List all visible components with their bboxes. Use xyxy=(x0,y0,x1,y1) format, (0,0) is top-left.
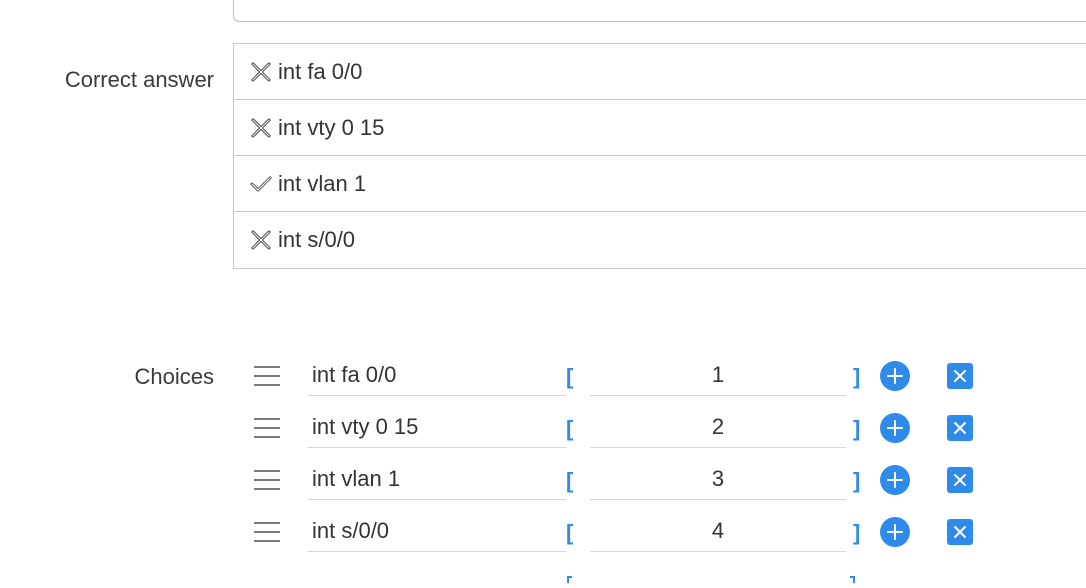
correct-answer-text: int vlan 1 xyxy=(278,170,367,196)
choices-label: Choices xyxy=(134,364,214,389)
choice-row: int s/0/0 [ 4 ] xyxy=(0,514,1086,566)
drag-handle-icon[interactable] xyxy=(254,366,280,390)
score-input[interactable]: 1 xyxy=(590,360,846,396)
choice-text-input[interactable]: int vty 0 15 xyxy=(308,412,566,448)
drag-handle-icon[interactable] xyxy=(254,522,280,546)
score-input[interactable]: 4 xyxy=(590,516,846,552)
delete-choice-button[interactable] xyxy=(947,363,973,389)
plus-icon xyxy=(887,368,903,384)
add-choice-button[interactable] xyxy=(880,465,910,495)
choice-row: int vlan 1 [ 3 ] xyxy=(0,462,1086,514)
correct-answer-item: int fa 0/0 xyxy=(234,44,1086,100)
previous-field-box xyxy=(233,0,1086,22)
correct-answer-text: int fa 0/0 xyxy=(278,58,363,84)
correct-answer-item: int vty 0 15 xyxy=(234,100,1086,156)
cross-icon xyxy=(248,115,274,141)
close-icon xyxy=(954,526,966,538)
cross-icon xyxy=(248,227,274,253)
choice-text-input[interactable]: int s/0/0 xyxy=(308,516,566,552)
drag-handle-icon[interactable] xyxy=(254,418,280,442)
drag-handle-icon[interactable] xyxy=(254,470,280,494)
correct-answer-list: int fa 0/0 int vty 0 15 int vlan 1 int s… xyxy=(233,43,1086,269)
choice-text-input[interactable]: int fa 0/0 xyxy=(308,360,566,396)
correct-answer-text: int s/0/0 xyxy=(278,227,356,252)
bracket-close: ] xyxy=(853,468,861,493)
check-icon xyxy=(248,171,274,197)
delete-choice-button[interactable] xyxy=(947,519,973,545)
score-input[interactable]: 3 xyxy=(590,464,846,500)
partial-next-row xyxy=(566,570,856,583)
add-choice-button[interactable] xyxy=(880,361,910,391)
correct-answer-text: int vty 0 15 xyxy=(278,114,385,140)
bracket-open: [ xyxy=(566,468,574,493)
bracket-close: ] xyxy=(853,416,861,441)
plus-icon xyxy=(887,420,903,436)
close-icon xyxy=(954,422,966,434)
plus-icon xyxy=(887,524,903,540)
bracket-close: ] xyxy=(853,520,861,545)
cross-icon xyxy=(248,59,274,85)
bracket-open: [ xyxy=(566,416,574,441)
correct-answer-item: int vlan 1 xyxy=(234,156,1086,212)
choice-text-input[interactable]: int vlan 1 xyxy=(308,464,566,500)
correct-answer-item: int s/0/0 xyxy=(234,212,1086,268)
close-icon xyxy=(954,474,966,486)
add-choice-button[interactable] xyxy=(880,517,910,547)
delete-choice-button[interactable] xyxy=(947,415,973,441)
bracket-close: ] xyxy=(853,364,861,389)
close-icon xyxy=(954,370,966,382)
choice-row: int fa 0/0 [ 1 ] xyxy=(0,358,1086,410)
plus-icon xyxy=(887,472,903,488)
bracket-open: [ xyxy=(566,520,574,545)
bracket-open: [ xyxy=(566,364,574,389)
score-input[interactable]: 2 xyxy=(590,412,846,448)
correct-answer-label: Correct answer xyxy=(64,67,214,92)
add-choice-button[interactable] xyxy=(880,413,910,443)
delete-choice-button[interactable] xyxy=(947,467,973,493)
choice-row: int vty 0 15 [ 2 ] xyxy=(0,410,1086,462)
